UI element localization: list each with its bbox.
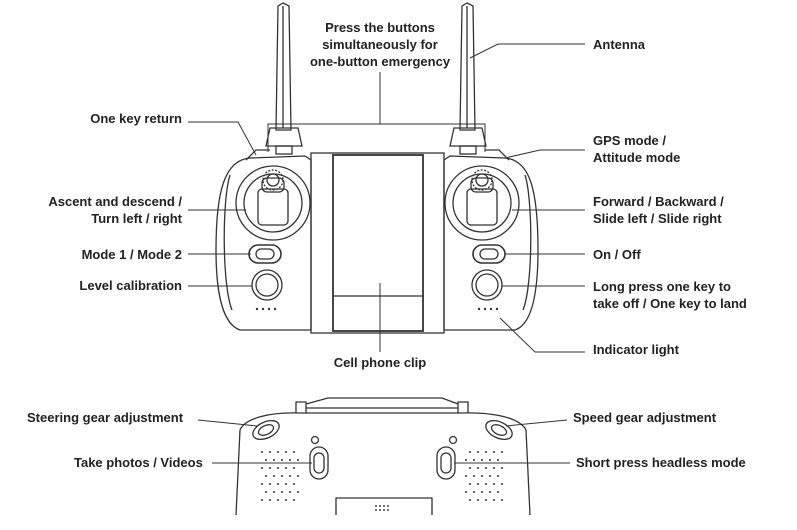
left-grip (215, 149, 312, 331)
cell-phone-clip-label: Cell phone clip (333, 355, 427, 370)
takeoff-land-button (471, 269, 503, 301)
rear-controller-body (235, 397, 531, 516)
right-grip-texture (464, 450, 504, 502)
takeoff-land-label: Long press one key to take off / One key… (593, 279, 747, 311)
cell-phone-clip (310, 152, 445, 334)
right-joystick (444, 165, 520, 241)
indicator-light-dots (477, 307, 499, 311)
emergency-label: Press the buttons simultaneously for one… (309, 20, 451, 69)
headless-mode-button (436, 435, 458, 480)
right-antenna (449, 2, 487, 155)
left-joystick (235, 165, 311, 241)
leader-lines (188, 43, 585, 464)
antenna-label: Antenna (593, 37, 645, 52)
ascent-descend-label: Ascent and descend / Turn left / right (48, 194, 182, 226)
on-off-label: On / Off (593, 247, 641, 262)
gps-mode-label: GPS mode / Attitude mode (593, 133, 681, 165)
indicator-light-label: Indicator light (593, 342, 679, 357)
speed-gear-knob (485, 419, 513, 441)
front-status-dots (255, 307, 277, 311)
level-calibration-button (251, 269, 283, 301)
rear-speaker-dots (375, 505, 389, 511)
photo-video-button (309, 435, 329, 480)
mode-switch-label: Mode 1 / Mode 2 (81, 247, 182, 262)
steering-gear-label: Steering gear adjustment (27, 410, 184, 425)
left-antenna (265, 2, 303, 155)
steering-gear-knob (252, 419, 280, 441)
left-grip-texture (260, 450, 300, 502)
level-calibration-label: Level calibration (79, 278, 182, 293)
power-switch (472, 244, 506, 264)
mode-switch (248, 244, 282, 264)
right-grip (443, 149, 539, 331)
headless-mode-label: Short press headless mode (576, 455, 746, 470)
photos-videos-label: Take photos / Videos (74, 455, 203, 470)
forward-backward-label: Forward / Backward / Slide left / Slide … (593, 194, 724, 226)
speed-gear-label: Speed gear adjustment (573, 410, 717, 425)
one-key-return-label: One key return (90, 111, 182, 126)
